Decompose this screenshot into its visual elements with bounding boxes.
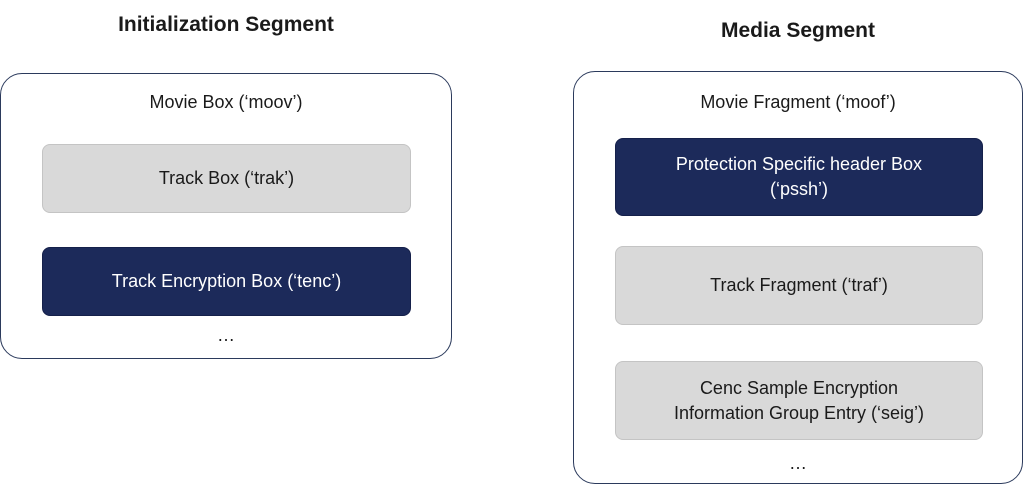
- pssh-box-label-line1: Protection Specific header Box: [675, 154, 923, 174]
- track-box: Track Box (‘trak’): [42, 144, 411, 213]
- protection-specific-header-box: Protection Specific header Box (‘pssh’): [615, 138, 983, 216]
- initialization-segment-heading: Initialization Segment: [118, 13, 334, 36]
- movie-box-container: Movie Box (‘moov’) Track Box (‘trak’) Tr…: [0, 73, 452, 359]
- movie-box-label: Movie Box (‘moov’): [149, 92, 303, 112]
- track-fragment-box: Track Fragment (‘traf’): [615, 246, 983, 325]
- movie-fragment-label: Movie Fragment (‘moof’): [700, 92, 896, 112]
- seig-box-label-line2: Information Group Entry (‘seig’): [673, 402, 925, 423]
- track-encryption-box: Track Encryption Box (‘tenc’): [42, 247, 411, 316]
- track-encryption-box-label: Track Encryption Box (‘tenc’): [111, 271, 342, 291]
- track-fragment-box-label: Track Fragment (‘traf’): [710, 275, 888, 295]
- track-box-label: Track Box (‘trak’): [158, 168, 295, 188]
- seig-box-label-line1: Cenc Sample Encryption: [699, 377, 899, 398]
- movie-box-ellipsis: …: [217, 325, 235, 345]
- pssh-box-label-line2: (‘pssh’): [769, 179, 828, 199]
- movie-fragment-ellipsis: …: [789, 453, 807, 473]
- sample-encryption-group-entry-box: Cenc Sample Encryption Information Group…: [615, 361, 983, 440]
- media-segment-heading: Media Segment: [720, 19, 876, 42]
- movie-fragment-container: Movie Fragment (‘moof’) Protection Speci…: [573, 71, 1023, 484]
